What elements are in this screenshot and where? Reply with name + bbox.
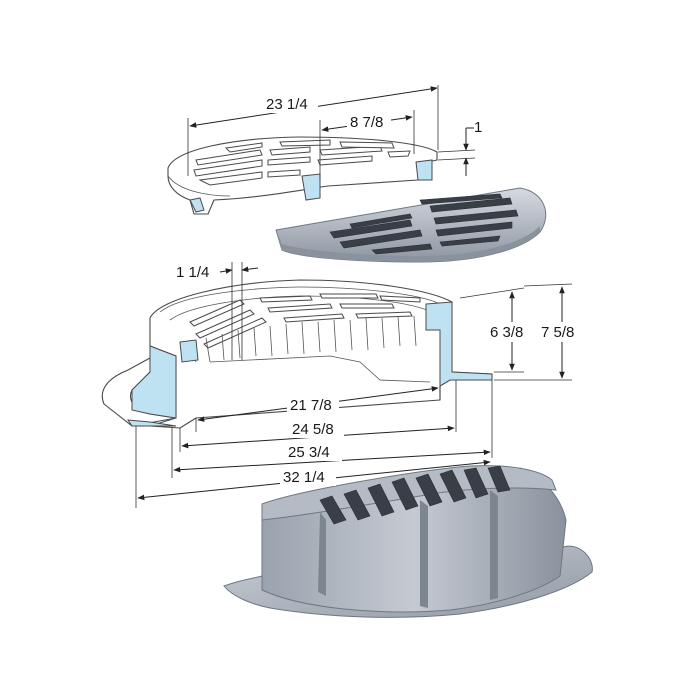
- dim-seat-width: 24 5/8: [292, 421, 334, 438]
- grate-render-slots: [329, 193, 519, 255]
- label-bg: [347, 113, 391, 131]
- dim-grate-width: 23 1/4: [266, 96, 308, 113]
- frame-section-left-rim: [179, 339, 199, 363]
- frame-section-flange: [127, 419, 177, 427]
- label-bg: [488, 322, 532, 342]
- label-bg: [286, 443, 342, 461]
- label-bg: [287, 396, 339, 414]
- grate-section-left: [189, 197, 205, 213]
- dim-opening-width: 21 7/8: [290, 397, 332, 414]
- frame-section-right: [425, 301, 493, 387]
- grate-section-mid: [301, 173, 321, 201]
- dim-frame-lip: 1 1/4: [176, 264, 209, 281]
- grate-section-right: [415, 159, 433, 181]
- grate-render: [275, 187, 547, 263]
- frame-section-left: [131, 345, 177, 419]
- frame-slots: [189, 293, 421, 349]
- dim-frame-inner-height: 6 3/8: [490, 324, 523, 341]
- grate-slots: [193, 139, 411, 186]
- dim-grate-half: 8 7/8: [350, 114, 383, 131]
- frame-render: [223, 465, 593, 618]
- label-bg: [540, 322, 584, 342]
- dim-frame-total-height: 7 5/8: [541, 324, 574, 341]
- grate-line-drawing: [167, 136, 438, 215]
- label-bg: [280, 468, 336, 486]
- dim-frame-body-width: 25 3/4: [288, 444, 330, 461]
- label-bg: [262, 95, 318, 113]
- dimension-lines: [135, 85, 573, 508]
- dim-grate-thickness: 1: [474, 119, 482, 136]
- label-bg: [290, 420, 344, 438]
- dim-flange-width: 32 1/4: [283, 469, 325, 486]
- dimension-labels: 23 1/4 8 7/8 1 1 1/4 6 3/8 7 5/8 21 7/8 …: [176, 95, 584, 486]
